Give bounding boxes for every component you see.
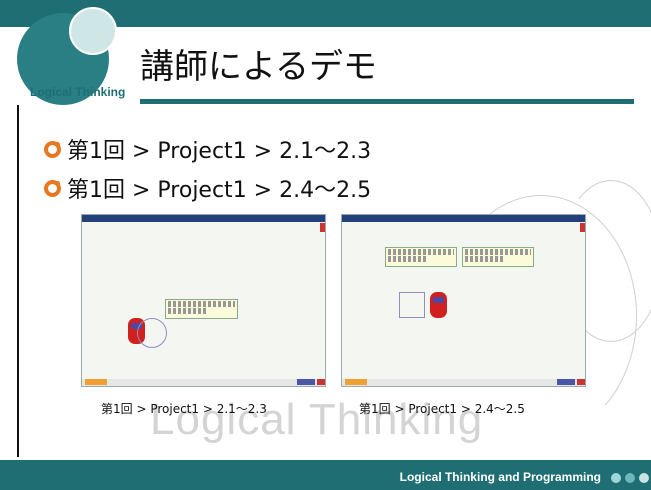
watermark: Logical Thinking [150,395,484,444]
status-tag [345,379,367,385]
footer-dot-icon [639,473,649,483]
bullet-text: 第1回 > Project1 > 2.4〜2.5 [67,178,372,203]
robot-icon [430,292,447,318]
slide-title: 講師によるデモ [140,47,377,87]
footer-dot-icon [625,473,635,483]
window-close-icon [320,223,325,232]
bullet-text: 第1回 > Project1 > 2.1〜2.3 [67,139,372,164]
status-tag [297,379,315,385]
circle-shape [137,318,167,348]
script-panel [462,247,534,267]
footer-bar [0,460,651,490]
footer-dot-icon [611,473,621,483]
screenshot-caption: 第1回 > Project1 > 2.4〜2.5 [359,402,525,416]
bullet-item: 第1回 > Project1 > 2.1〜2.3 [44,133,371,165]
logo-text: Logical Thinking [30,85,126,99]
window-close-icon [317,379,325,385]
window-status-bar [82,379,325,386]
window-title-bar [82,215,325,222]
script-panel [165,299,238,319]
footer-text: Logical Thinking and Programming [399,470,601,484]
demo-screenshot-1 [81,214,326,387]
window-close-icon [580,223,585,232]
circle-bullet-icon [44,140,61,158]
window-status-bar [342,379,585,386]
decor-circle-small [69,7,117,55]
window-title-bar [342,215,585,222]
circle-bullet-icon [44,179,61,197]
square-shape [399,292,425,318]
title-underline [140,99,634,104]
status-tag [85,379,107,385]
demo-screenshot-2 [341,214,586,387]
status-tag [557,379,575,385]
left-divider [17,105,19,457]
watermark-arc [560,180,651,342]
window-close-icon [577,379,585,385]
screenshot-caption: 第1回 > Project1 > 2.1〜2.3 [101,402,267,416]
script-panel [385,247,457,267]
bullet-item: 第1回 > Project1 > 2.4〜2.5 [44,172,371,204]
